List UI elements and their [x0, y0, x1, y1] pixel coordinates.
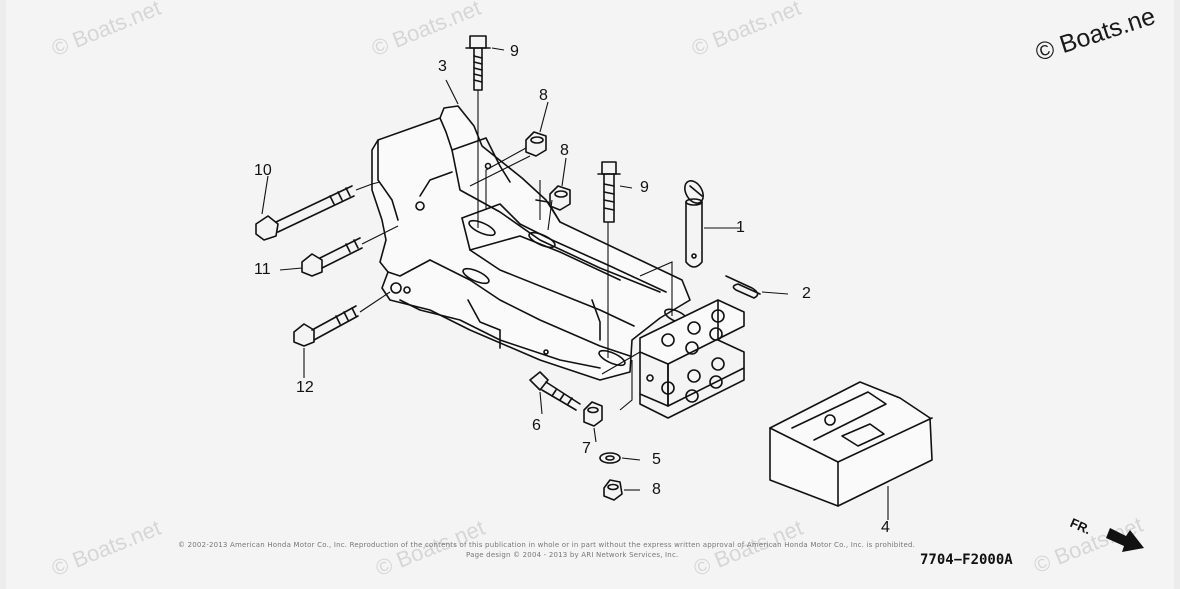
callout-8c: 8 — [652, 481, 661, 498]
hitch-cover-part-4 — [769, 381, 933, 507]
callout-7: 7 — [582, 440, 591, 457]
callout-9a: 9 — [510, 43, 519, 60]
callout-8a: 8 — [539, 87, 548, 104]
footer-page-design: Page design © 2004 - 2013 by ARI Network… — [466, 551, 679, 559]
r-clip-part-2 — [725, 275, 761, 299]
bolt-part-12 — [293, 305, 359, 347]
nut-part-8b — [549, 185, 571, 211]
nut-part-8a — [525, 131, 547, 157]
callout-5: 5 — [652, 451, 661, 468]
callout-12: 12 — [296, 379, 314, 396]
callout-10: 10 — [254, 162, 272, 179]
hitch-plate — [639, 299, 745, 419]
front-arrow-icon — [1106, 528, 1144, 552]
callout-6: 6 — [532, 417, 541, 434]
callout-9b: 9 — [640, 179, 649, 196]
leader-lines — [261, 47, 889, 520]
callout-4: 4 — [881, 519, 890, 536]
footer-copyright: © 2002-2013 American Honda Motor Co., In… — [178, 541, 916, 549]
callout-2: 2 — [802, 285, 811, 302]
bolt-part-10 — [255, 185, 355, 241]
washer-part-5 — [599, 452, 621, 464]
callout-11: 11 — [254, 261, 271, 278]
callout-3: 3 — [438, 58, 447, 75]
bolt-part-9a — [465, 35, 491, 91]
nut-part-8c — [603, 479, 623, 501]
hitch-pin-part-1 — [684, 180, 704, 268]
bolt-part-11 — [301, 237, 363, 277]
bracket-part-3 — [371, 105, 691, 381]
callout-1: 1 — [736, 219, 745, 236]
callout-8b: 8 — [560, 142, 569, 159]
nut-part-7 — [583, 401, 603, 427]
bolt-part-6 — [529, 371, 581, 411]
bolt-part-9b — [597, 161, 621, 223]
diagram-code: 7704−F2000A — [920, 552, 1013, 568]
